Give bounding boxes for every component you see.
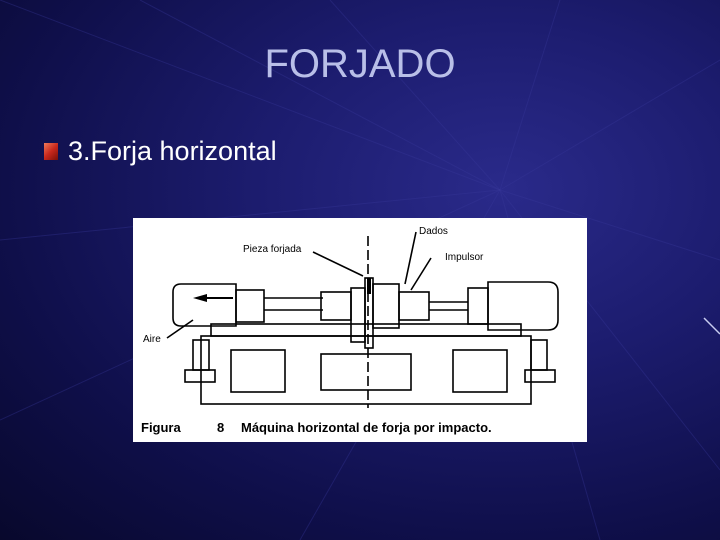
caption-number: 8 [217, 420, 224, 435]
bullet-text: 3.Forja horizontal [68, 136, 277, 166]
machine-figure: Pieza forjada Dados Impulsor Aire Figura… [133, 218, 587, 442]
label-aire: Aire [143, 334, 161, 345]
machine-diagram: Pieza forjada Dados Impulsor Aire Figura… [141, 226, 559, 435]
caption-text: Máquina horizontal de forja por impacto. [241, 420, 492, 435]
bullet-item: 3.Forja horizontal [44, 136, 277, 167]
slide-title: FORJADO [264, 42, 456, 86]
label-pieza-forjada: Pieza forjada [243, 244, 302, 255]
label-impulsor: Impulsor [445, 252, 484, 263]
label-dados: Dados [419, 226, 448, 237]
bullet-square-icon [44, 143, 58, 160]
caption-prefix: Figura [141, 420, 181, 435]
